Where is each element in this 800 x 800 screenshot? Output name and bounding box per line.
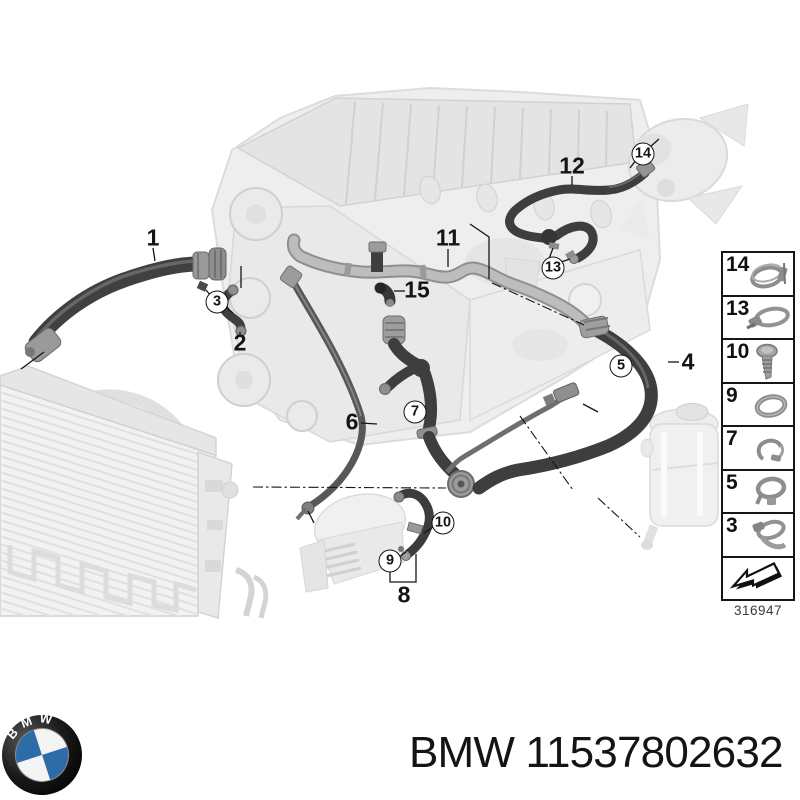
legend-row-10: 10 [723, 340, 793, 384]
hose-15-elbow [368, 241, 396, 307]
callout-12: 12 [559, 152, 585, 179]
callout-11: 11 [435, 224, 461, 251]
engine-outline [210, 86, 662, 447]
o-ring-icon [745, 387, 793, 425]
callout-9: 9 [378, 549, 402, 573]
callout-1: 1 [146, 224, 160, 251]
alignment-lines [252, 282, 641, 538]
legend-part-number: 9 [726, 383, 738, 407]
callout-2: 2 [233, 329, 247, 356]
hose-8 [393, 488, 434, 561]
callout-13: 13 [541, 256, 565, 280]
hose-1 [24, 247, 227, 363]
thermostat-outline [620, 103, 749, 238]
legend-row-5: 5 [723, 470, 793, 514]
legend-part-number: 7 [726, 427, 738, 450]
metal-pipe [445, 382, 580, 474]
drawing-number: 316947 [733, 603, 783, 618]
center-hose [379, 315, 475, 498]
callout-6: 6 [345, 408, 359, 435]
holder-clip-icon [745, 431, 793, 469]
callout-10: 10 [431, 511, 455, 535]
bmw-logo: BMW [0, 705, 82, 795]
screw-icon [745, 342, 793, 382]
legend-row-7: 7 [723, 427, 793, 471]
expansion-tank-outline [640, 403, 719, 550]
hose-4 [472, 315, 658, 495]
hose-11 [286, 233, 593, 331]
band-clamp-icon [745, 516, 793, 556]
callout-5: 5 [609, 354, 633, 378]
leader-lines [20, 138, 679, 583]
direction-arrow-icon [727, 557, 789, 600]
profile-clamp-icon [745, 472, 793, 512]
parts-legend: 14 13 10 [721, 251, 795, 601]
part-number: BMW 11537802632 [409, 728, 783, 777]
callout-7: 7 [403, 400, 427, 424]
legend-part-number: 14 [726, 253, 750, 276]
legend-part-number: 5 [726, 470, 738, 494]
hose-6 [279, 265, 366, 521]
callout-4: 4 [681, 348, 695, 375]
legend-row-3: 3 [723, 514, 793, 558]
callout-3: 3 [205, 290, 229, 314]
callout-8: 8 [397, 581, 411, 608]
hose-12 [505, 158, 656, 264]
legend-row-13: 13 [723, 296, 793, 340]
legend-part-number: 10 [726, 340, 750, 363]
legend-row-9: 9 [723, 383, 793, 427]
legend-row-14: 14 [723, 253, 793, 297]
legend-part-number: 13 [726, 296, 750, 320]
callout-14: 14 [631, 142, 655, 166]
legend-part-number: 3 [726, 514, 738, 537]
radiator-outline [0, 365, 269, 619]
legend-direction-cell [723, 558, 793, 600]
hose-clamp-icon [745, 257, 793, 295]
callout-15: 15 [404, 276, 430, 303]
worm-drive-clamp-icon [745, 300, 793, 338]
